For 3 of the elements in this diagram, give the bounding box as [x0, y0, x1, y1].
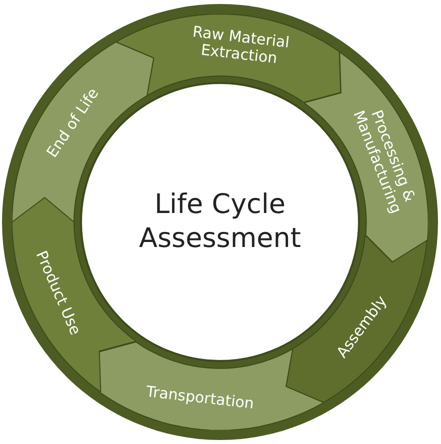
center-title: Life Cycle Assessment — [138, 188, 302, 256]
stage-label: Raw Material Extraction — [190, 22, 292, 70]
stage-label: Transportation — [144, 381, 256, 414]
